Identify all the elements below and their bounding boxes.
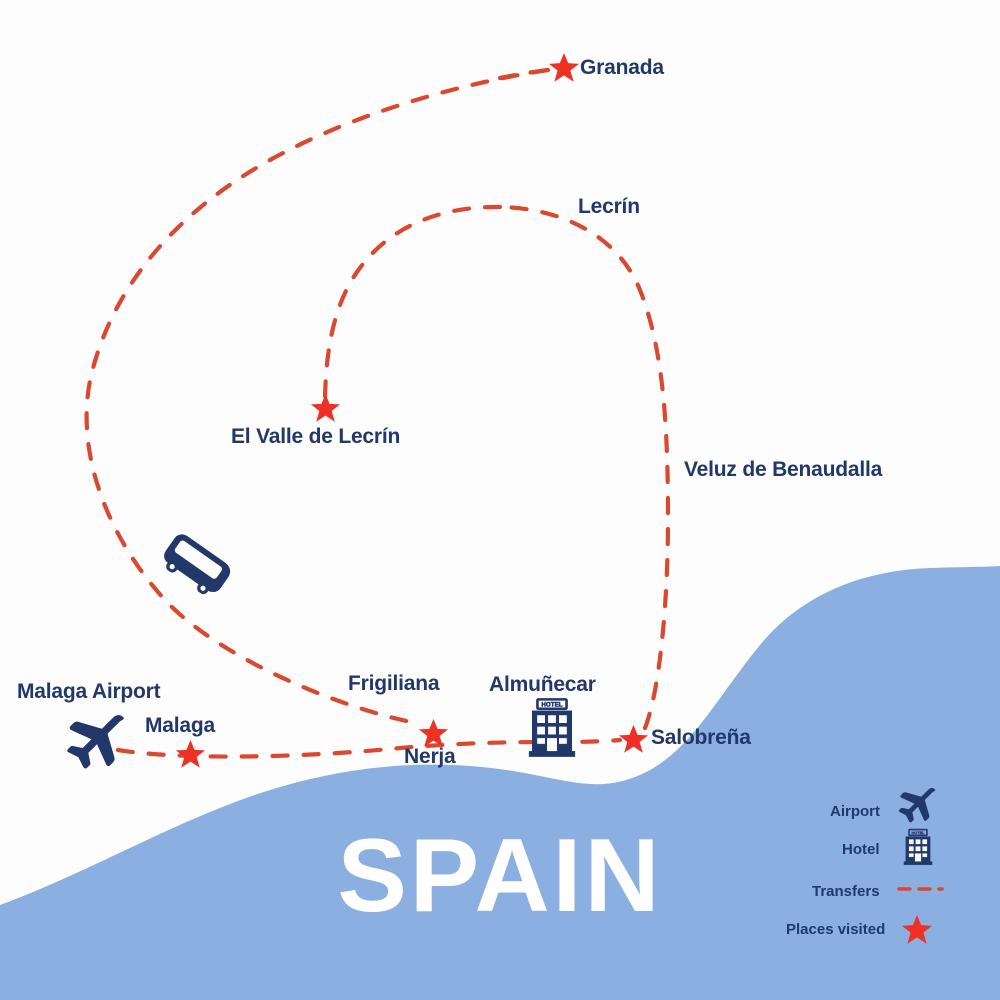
bus-icon[interactable] — [157, 530, 235, 602]
place-label-granada: Granada — [580, 56, 664, 79]
place-label-frigiliana: Frigiliana — [348, 672, 440, 695]
place-label-lecrin: Lecrín — [578, 195, 640, 218]
place-label-malaga-airport: Malaga Airport — [17, 680, 161, 703]
hotel-icon[interactable] — [527, 698, 577, 758]
legend-label-airport: Airport — [830, 803, 880, 820]
route-granada-stub — [497, 67, 551, 81]
airplane-icon[interactable] — [67, 715, 124, 769]
route-coastal — [115, 737, 623, 759]
place-label-nerja: Nerja — [404, 745, 456, 768]
place-label-el-valle-de-lecrin: El Valle de Lecrín — [231, 425, 401, 448]
legend-label-places-visited: Places visited — [786, 921, 886, 938]
marker-star-el-valle-de-lecrin[interactable] — [310, 393, 341, 422]
marker-star-granada[interactable] — [548, 52, 580, 82]
place-label-malaga: Malaga — [145, 714, 215, 737]
route-lecrin-loop-west — [322, 204, 503, 401]
legend-label-transfers: Transfers — [812, 883, 880, 900]
place-label-veluz-de-benaudalla: Veluz de Benaudalla — [684, 458, 883, 481]
country-title: SPAIN — [337, 818, 663, 934]
route-granada-west — [84, 67, 551, 727]
place-label-almunecar: Almuñecar — [489, 673, 596, 696]
place-label-salobrena: Salobreña — [651, 726, 751, 749]
marker-star-nerja[interactable] — [418, 718, 449, 747]
sea-layer — [0, 566, 1000, 1000]
legend-icons — [897, 788, 944, 944]
transfer-route — [84, 67, 671, 759]
legend-label-hotel: Hotel — [842, 841, 880, 858]
route-salobrena-north — [497, 204, 671, 731]
